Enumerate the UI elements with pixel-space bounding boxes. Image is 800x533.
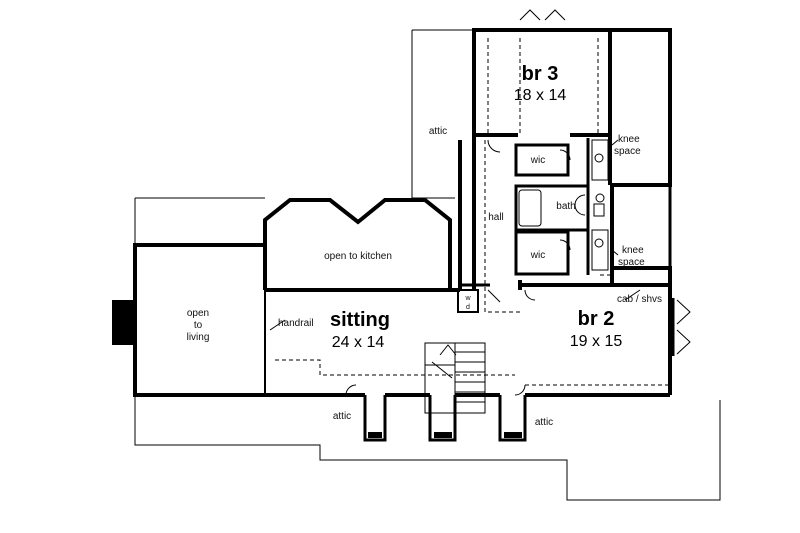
doors	[269, 9, 691, 396]
dims-br3: 18 x 14	[514, 87, 567, 104]
label-open-living-1: open	[187, 308, 209, 319]
fireplace	[112, 300, 135, 345]
label-bath: bath	[556, 201, 575, 212]
label-open-living-3: living	[187, 332, 210, 343]
label-knee-top-2: space	[614, 146, 641, 157]
label-knee-top-1: knee	[618, 134, 640, 145]
label-attic-left: attic	[333, 411, 351, 422]
label-washer: w	[464, 295, 471, 302]
room-labels: br 3 18 x 14 br 2 19 x 15 sitting 24 x 1…	[187, 63, 662, 428]
label-open-kitchen: open to kitchen	[324, 251, 392, 262]
label-attic-right: attic	[535, 417, 553, 428]
stair	[424, 342, 486, 414]
label-wic-bottom: wic	[530, 250, 545, 261]
dashed-lines	[275, 38, 670, 386]
label-knee-bot-2: space	[618, 257, 645, 268]
label-cab-shvs: cab / shvs	[617, 294, 662, 305]
label-handrail: handrail	[278, 318, 314, 329]
dims-br2: 19 x 15	[570, 333, 623, 350]
label-knee-bot-1: knee	[622, 245, 644, 256]
label-wic-top: wic	[530, 155, 545, 166]
label-dryer: d	[466, 304, 470, 311]
label-br3: br 3	[522, 63, 559, 85]
label-br2: br 2	[578, 308, 615, 330]
dims-sitting: 24 x 14	[332, 334, 385, 351]
interior-walls	[514, 138, 609, 276]
label-attic-top: attic	[429, 126, 447, 137]
label-open-living-2: to	[194, 320, 203, 331]
label-sitting: sitting	[330, 309, 390, 331]
dormers	[363, 395, 527, 442]
label-hall: hall	[488, 212, 504, 223]
